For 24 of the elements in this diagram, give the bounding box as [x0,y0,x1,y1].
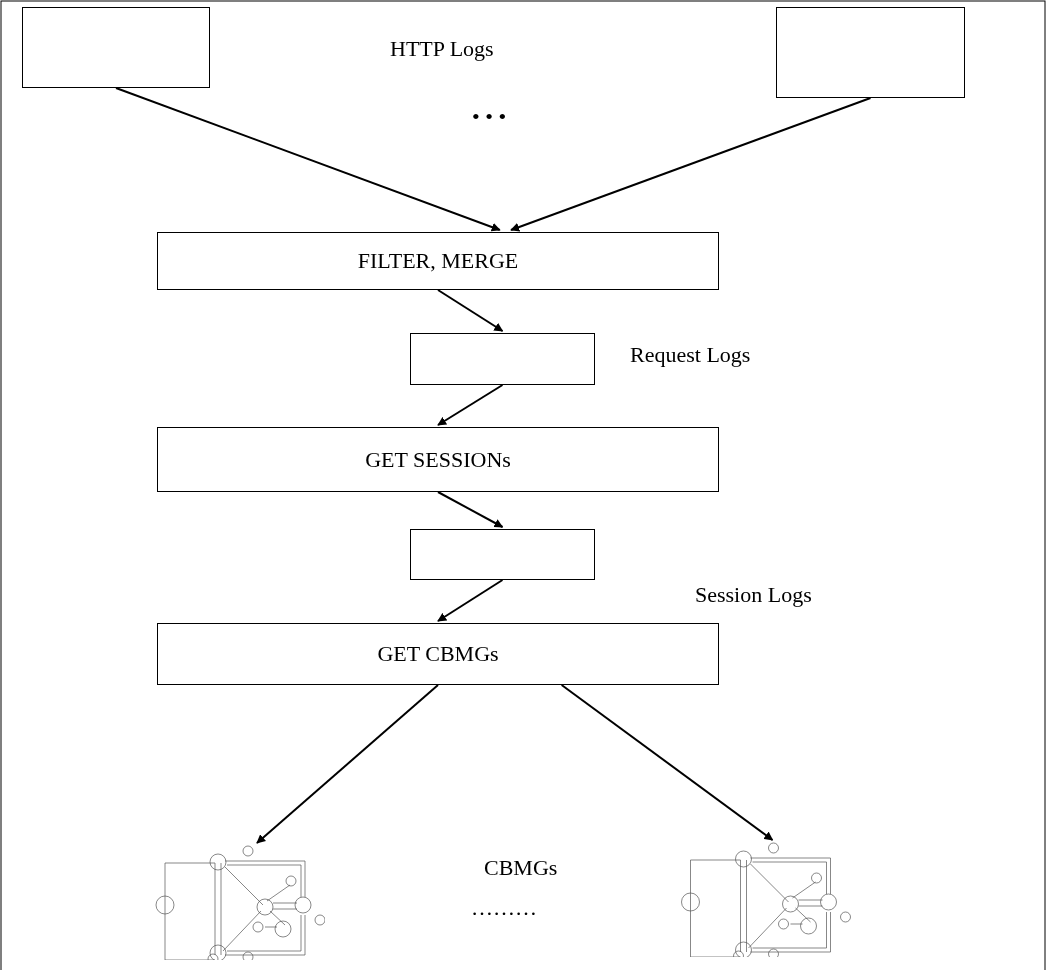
data-box [410,529,595,580]
arrow [437,579,504,622]
arrow [560,684,774,841]
data-label: Request Logs [630,342,751,368]
arrow [510,97,872,232]
data-box [410,333,595,385]
text-label: HTTP Logs [390,36,494,62]
arrow [437,384,504,426]
process-box [157,623,719,685]
arrow [256,684,439,844]
text-label: ……… [471,895,537,921]
process-label: FILTER, MERGE [357,248,519,274]
text-label: Session Logs [695,582,812,608]
data-box [22,7,210,88]
arrow [115,87,501,232]
process-box [157,427,719,492]
process-label: GET SESSIONs [365,446,511,473]
process-box [157,232,719,290]
text-label: CBMGs [484,855,558,881]
arrow [437,289,504,332]
process-label: GET CBMGs [377,641,499,667]
text-label: • • • [472,104,507,130]
arrow [437,491,504,528]
data-box [776,7,965,98]
